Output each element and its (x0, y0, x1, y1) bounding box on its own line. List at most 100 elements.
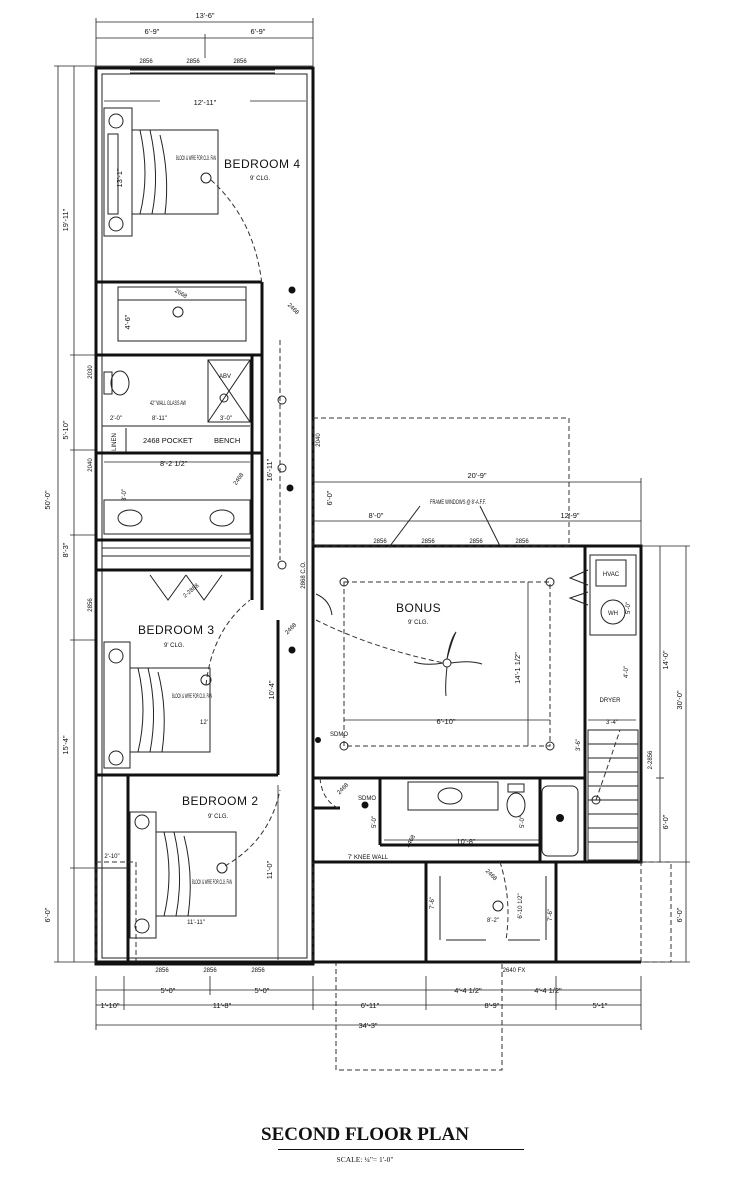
dim-bot-c: 1'-10" (100, 1001, 119, 1010)
wh-label: WH (608, 611, 618, 617)
light-icon (277, 395, 287, 405)
window-label-fx: 2640 FX (503, 968, 526, 974)
light-icon (339, 741, 349, 751)
bedroom2: BEDROOM 2 9' CLG. BLOCK & WIRE FOR CLG. … (104, 785, 281, 960)
bath-upper: 42" WALL GLASS AW 8'-11" 3'-0" 2'-0" ABV… (102, 359, 251, 468)
dim-left-c: 15'-4" (61, 735, 70, 754)
bottom-dimensions: 2856 2856 2856 2640 FX 5'-0" 5'-0" 4'-4 … (95, 968, 642, 1030)
dim-top-left: 6'-9" (145, 27, 160, 36)
bedroom2-clg: 9' CLG. (208, 814, 228, 820)
porch-outlines (95, 861, 672, 1071)
dim-b4-side: 19'-11" (61, 208, 70, 231)
door-label: 2040 (316, 433, 322, 447)
stairs: 3'-6" (576, 729, 639, 861)
light-icon (172, 306, 184, 318)
dim-closet: 4'-6" (123, 314, 132, 329)
light-icon (545, 577, 555, 587)
dim-bot-e: 6'-11" (361, 1001, 380, 1010)
light-icon (492, 900, 504, 912)
door-label: 2468 (484, 868, 498, 882)
dim-bath-b: 3'-0" (220, 416, 232, 422)
dim-hall-lower: 10'-4" (267, 680, 276, 699)
bedroom4-windows: 12'-11" (104, 69, 306, 107)
dim-side-gap: 6'-0" (325, 490, 334, 505)
dim-right-c: 6'-0" (661, 814, 670, 829)
window-label: 2856 (233, 59, 247, 65)
light-icon (339, 577, 349, 587)
window-label: 2856 (469, 539, 483, 545)
bedroom3-fan-note: BLOCK & WIRE FOR CLG. FAN (172, 694, 212, 700)
dim-top-right: 6'-9" (251, 27, 266, 36)
dim-closet-w: 8'-2" (487, 918, 499, 924)
smoke-detector-icon (315, 737, 321, 743)
dim-mid-b: 5'-0" (372, 816, 378, 828)
shower-drain-icon (219, 393, 229, 403)
dim-bot-g: 4'-4 1/2" (534, 986, 562, 995)
sink-icon (117, 509, 143, 527)
smoke-detector-icon (286, 484, 294, 492)
knee-wall-note: 7' KNEE WALL (348, 855, 389, 861)
dim-bot-total: 34'-3" (358, 1021, 377, 1030)
dim-hv-a: 3'-4" (606, 720, 618, 726)
door-label: 2668 (173, 288, 188, 300)
bonus-clg: 9' CLG. (408, 620, 428, 626)
dim-top-overall: 13'-6" (195, 11, 214, 20)
dim-side-gap: 6'-0" (675, 907, 684, 922)
plan-title: SECOND FLOOR PLAN (261, 1124, 469, 1145)
dim-bonus-a: 8'-0" (369, 511, 384, 520)
dim-bath-a: 8'-11" (152, 416, 167, 422)
dim-hv-b: 4'-0" (624, 666, 630, 678)
left-dimensions: 50'-0" 19'-11" 5'-10" 8'-3" 15'-4" 6'-0"… (43, 65, 96, 963)
top-dimensions: 13'-6" 6'-9" 6'-9" 2856 2856 2856 (95, 11, 314, 67)
window-label: 2856 (373, 539, 387, 545)
light-icon (277, 560, 287, 570)
dim-closet-h: 6'-10 1/2" (518, 893, 524, 918)
utility-zone: HVAC WH 5'-0" 4'-0" DRYER 3'-4" (568, 554, 637, 726)
toilet-icon (506, 792, 526, 818)
sink-icon (209, 509, 235, 527)
dim-hall: 5'-10" (61, 420, 70, 439)
smoke-detector-label: SDMO (358, 796, 376, 802)
closet-b4: 4'-6" 2668 (117, 286, 247, 342)
toilet-icon (110, 370, 130, 396)
dim-bot-h: 8'-9" (485, 1001, 500, 1010)
dim-bot-i: 5'-1" (593, 1001, 608, 1010)
bedroom3: 2-2868 BEDROOM 3 9' CLG. BLOCK & WIRE FO… (103, 574, 276, 769)
dim-bonus-span: 20'-9" (467, 471, 486, 480)
dim-left-d: 6'-0" (43, 907, 52, 922)
smoke-detector-icon (288, 646, 296, 654)
dim-stair-w: 3'-6" (576, 739, 582, 751)
door-label: 2030 (88, 365, 94, 379)
dim-bonus-depth: 14'-1 1/2" (513, 652, 522, 684)
dim-right-a: 14'-0" (661, 650, 670, 669)
dim-b2-width: 11'-11" (187, 920, 205, 926)
door-label: 2468 (233, 472, 246, 487)
bonus-walls (311, 417, 643, 960)
left-wing-walls (94, 66, 315, 966)
ceiling-fan-icon (216, 862, 228, 874)
dim-bath-w: 8'-2 1/2" (160, 459, 188, 468)
bathtub-icon (541, 785, 579, 857)
dim-bath2: 10'-8" (456, 837, 475, 846)
stairs-window-label: 2-2856 (648, 750, 654, 769)
dim-kw-b: 7'-6" (430, 897, 436, 909)
door-label: 2468 (405, 834, 417, 849)
window-label: 2856 (155, 968, 169, 974)
bench-label: BENCH (214, 436, 240, 445)
dim-hall-depth: 16'-11" (265, 458, 274, 481)
light-icon (277, 463, 287, 473)
bedroom2-fan-note: BLOCK & WIRE FOR CLG. FAN (192, 880, 232, 886)
co-label: 2868 C.O. (301, 561, 307, 589)
light-icon (591, 795, 601, 805)
dim-kw-b2: 7'-6" (548, 909, 554, 921)
window-label: 2856 (186, 59, 200, 65)
bonus-name: BONUS (396, 601, 441, 615)
door-label: 2468 (336, 782, 350, 796)
smoke-detector-icon (361, 801, 369, 809)
dim-b4-depth: 13'-1" (115, 168, 124, 187)
dim-bot-a: 5'-0" (161, 986, 176, 995)
dim-b2-depth: 11'-0" (265, 860, 274, 879)
bonus-dimensions: 20'-9" 8'-0" 12'-9" FRAME WINDOWS @ 8'-A… (313, 471, 642, 547)
pocket-door-label: 2468 POCKET (143, 436, 193, 445)
